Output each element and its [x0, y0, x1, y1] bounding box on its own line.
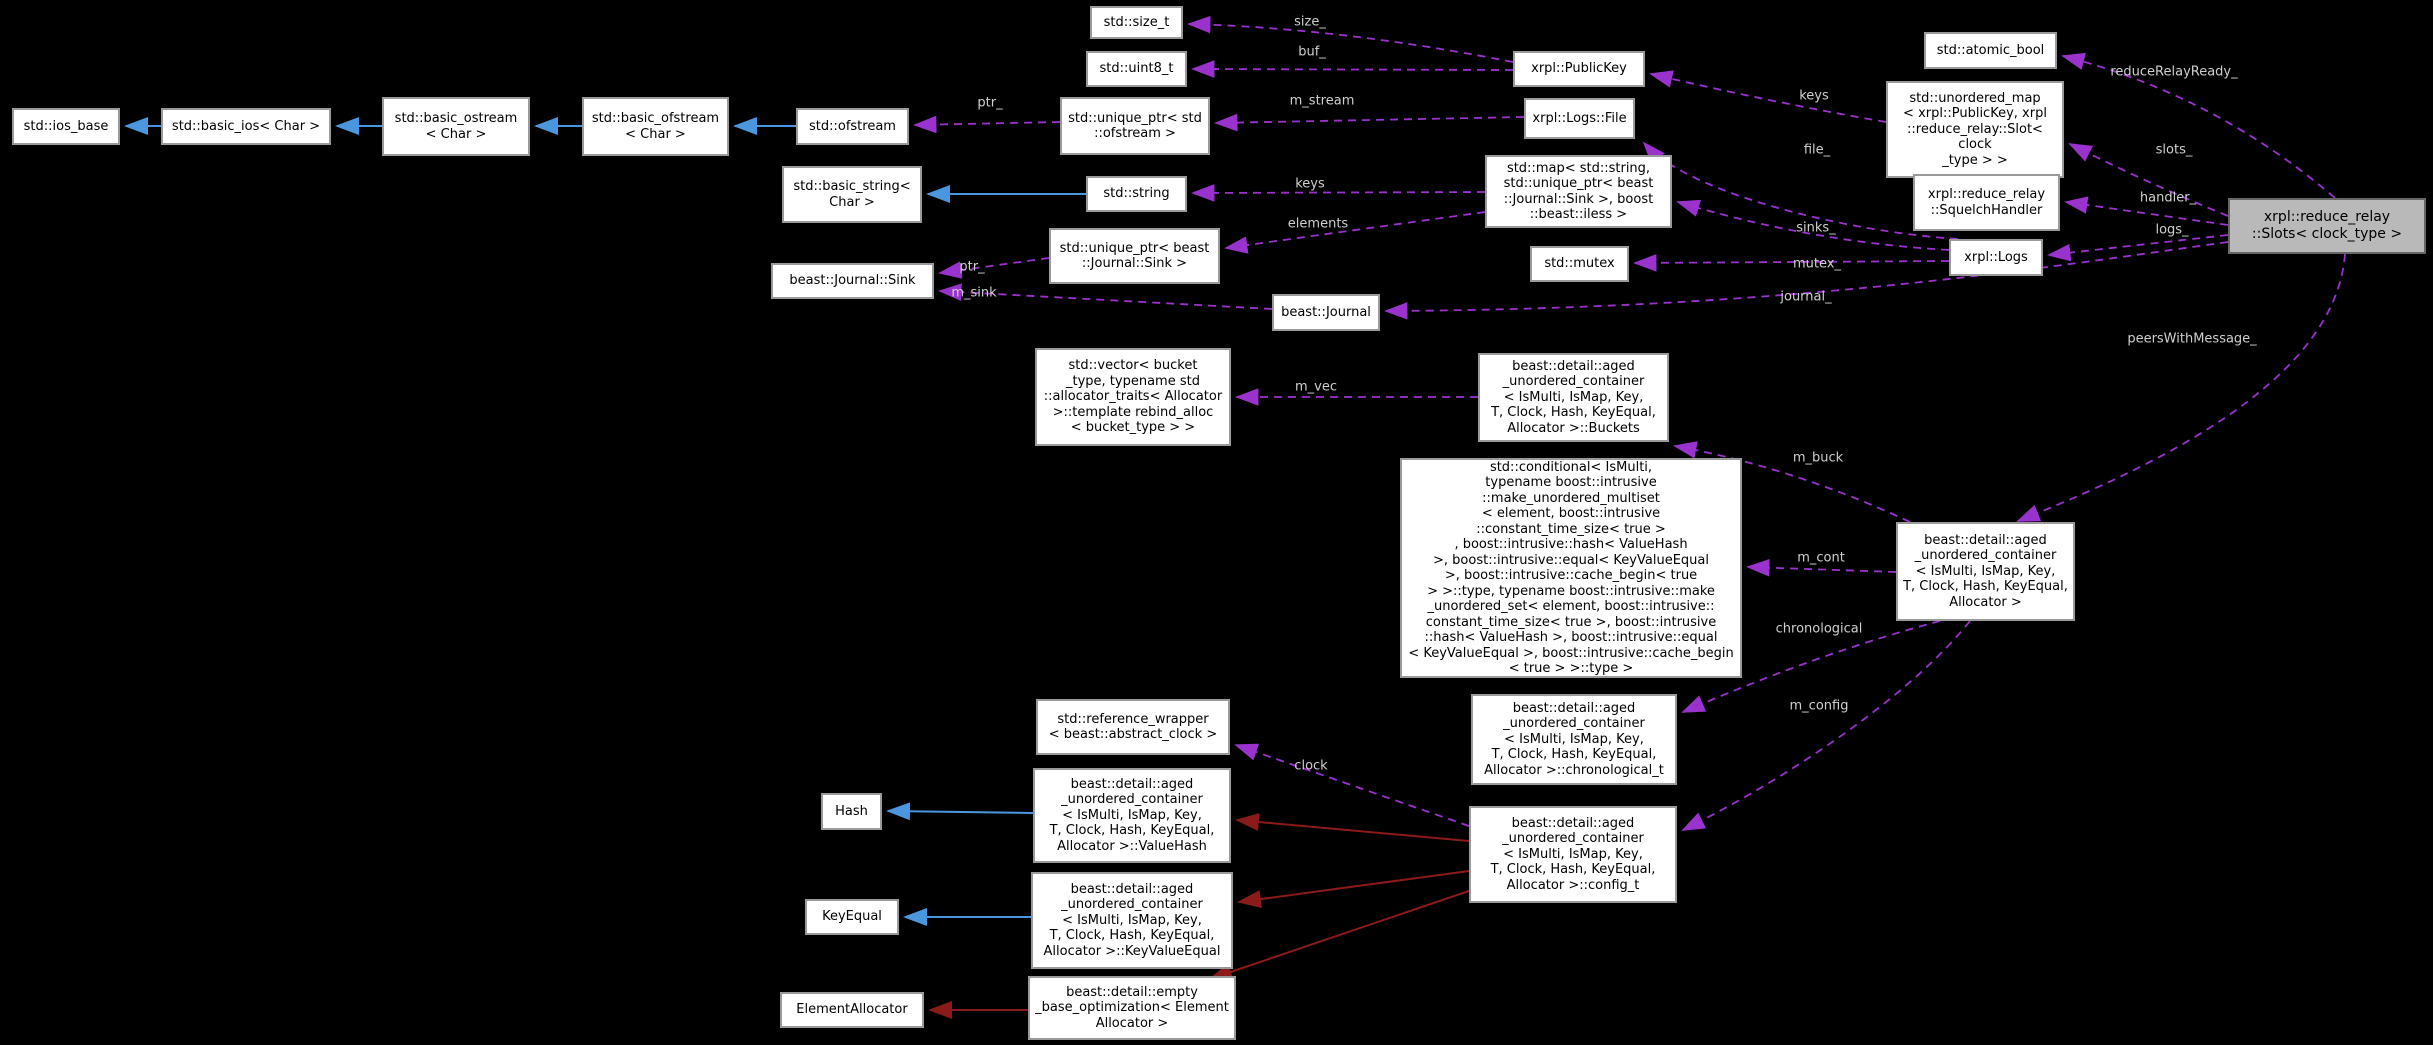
node-std-uint8-t[interactable]: std::uint8_t: [1086, 51, 1187, 87]
node-std-basic-ios[interactable]: std::basic_ios< Char >: [161, 108, 331, 145]
node-std-vector-bucket-type[interactable]: std::vector< bucket _type, typename std …: [1035, 348, 1231, 446]
edge-label-m-stream: m_stream: [1289, 93, 1355, 109]
edge-slots-agedcontainer: [2016, 253, 2346, 522]
edge-label-m-buck: m_buck: [1792, 450, 1844, 466]
node-beast-journal-sink[interactable]: beast::Journal::Sink: [771, 263, 934, 299]
edge-map-uptrsink: [1224, 211, 1486, 254]
edge-logs-mutex: [1633, 254, 1950, 272]
edge-publickey-sizet: [1187, 15, 1514, 63]
node-aged-container-key-value-equal[interactable]: beast::detail::aged _unordered_container…: [1031, 872, 1233, 969]
edge-label-size: size_: [1294, 14, 1326, 30]
node-aged-container-value-hash[interactable]: beast::detail::aged _unordered_container…: [1033, 768, 1231, 863]
node-std-map-sinks[interactable]: std::map< std::string, std::unique_ptr< …: [1485, 155, 1672, 228]
edge-logs-map: [1676, 199, 1950, 251]
edge-config-referencewrapper: [1234, 743, 1470, 827]
node-empty-base-optimization[interactable]: beast::detail::empty _base_optimization<…: [1028, 976, 1236, 1040]
edge-logsfile-uptrofstream: [1214, 113, 1525, 132]
edge-slots-unorderedmap: [2068, 143, 2229, 217]
node-unique-ptr-ofstream[interactable]: std::unique_ptr< std ::ofstream >: [1060, 97, 1210, 155]
edge-label-journal: journal_: [1780, 289, 1832, 305]
edge-agedcontainer-buckets: [1673, 441, 1911, 523]
node-std-basic-string[interactable]: std::basic_string< Char >: [782, 166, 922, 223]
edge-label-buf: buf_: [1298, 44, 1326, 60]
edge-label-peers-with-message: peersWithMessage_: [2127, 331, 2257, 347]
edge-label-m-sink: m_sink: [951, 285, 997, 301]
edge-label-chronological: chronological: [1775, 621, 1863, 637]
edge-config-keyvalueequal: [1237, 870, 1470, 908]
node-xrpl-logs[interactable]: xrpl::Logs: [1949, 239, 2043, 276]
node-std-atomic-bool[interactable]: std::atomic_bool: [1924, 32, 2057, 69]
node-xrpl-reduce-relay-slots-main: xrpl::reduce_relay ::Slots< clock_type >: [2228, 198, 2426, 254]
private-inheritance-edges: [928, 813, 1470, 1019]
edge-publickey-uint8t: [1191, 60, 1514, 78]
edge-label-file: file_: [1803, 142, 1831, 158]
node-std-size-t[interactable]: std::size_t: [1090, 6, 1183, 39]
usage-edges: [913, 15, 2346, 831]
node-aged-container-config-t[interactable]: beast::detail::aged _unordered_container…: [1469, 806, 1677, 903]
node-std-basic-ofstream[interactable]: std::basic_ofstream < Char >: [582, 97, 729, 156]
edge-slots-atomicbool: [2061, 52, 2336, 199]
node-std-string[interactable]: std::string: [1086, 176, 1187, 212]
edge-label-logs: logs_: [2155, 222, 2189, 238]
edge-label-m-config: m_config: [1789, 698, 1849, 714]
edge-agedcontainer-conditional: [1746, 558, 1897, 577]
edge-label-m-vec: m_vec: [1294, 379, 1338, 395]
edge-uptrsink-journalsink: [938, 257, 1050, 279]
edge-config-ebo: [1208, 890, 1470, 981]
edge-valuehash-hash: [886, 802, 1034, 821]
node-std-ofstream[interactable]: std::ofstream: [796, 108, 909, 145]
edge-label-clock: clock: [1294, 758, 1328, 774]
node-xrpl-logs-file[interactable]: xrpl::Logs::File: [1524, 98, 1635, 139]
edge-slots-logs: [2047, 234, 2229, 262]
node-xrpl-publickey[interactable]: xrpl::PublicKey: [1513, 51, 1645, 87]
node-std-mutex[interactable]: std::mutex: [1530, 246, 1629, 282]
node-xrpl-squelch-handler[interactable]: xrpl::reduce_relay ::SquelchHandler: [1913, 174, 2060, 231]
node-aged-container-buckets[interactable]: beast::detail::aged _unordered_container…: [1478, 353, 1669, 442]
edge-label-mutex: mutex_: [1793, 256, 1841, 272]
edge-label-reduce-relay-ready: reduceRelayReady_: [2110, 64, 2238, 80]
node-beast-journal[interactable]: beast::Journal: [1272, 294, 1380, 331]
edge-logs-logsfile: [1642, 141, 1959, 240]
edge-label-handler: handler_: [2139, 190, 2197, 206]
edge-label-elements: elements: [1287, 216, 1349, 232]
node-std-unordered-map-slots[interactable]: std::unordered_map < xrpl::PublicKey, xr…: [1886, 81, 2064, 178]
node-hash[interactable]: Hash: [821, 793, 882, 830]
edge-agedcontainer-chronological: [1681, 620, 1941, 713]
node-std-ios-base[interactable]: std::ios_base: [12, 108, 120, 145]
node-std-reference-wrapper-clock[interactable]: std::reference_wrapper < beast::abstract…: [1036, 699, 1230, 755]
edge-map-string: [1191, 184, 1486, 202]
edge-slots-journal: [1384, 241, 2229, 320]
edge-label-slots: slots_: [2155, 142, 2193, 158]
edge-config-valuehash: [1235, 813, 1470, 842]
edge-uptrofstream-ofstream: [913, 115, 1061, 134]
node-key-equal[interactable]: KeyEqual: [805, 899, 899, 935]
edge-label-keys-publickey: keys: [1799, 88, 1829, 104]
edge-label-m-cont: m_cont: [1797, 550, 1845, 566]
node-std-basic-ostream[interactable]: std::basic_ostream < Char >: [382, 97, 530, 156]
node-aged-container-chronological-t[interactable]: beast::detail::aged _unordered_container…: [1471, 694, 1677, 785]
edge-unorderedmap-publickey: [1649, 70, 1887, 123]
node-unique-ptr-journal-sink[interactable]: std::unique_ptr< beast ::Journal::Sink >: [1049, 228, 1220, 284]
node-std-conditional-intrusive[interactable]: std::conditional< IsMulti, typename boos…: [1400, 458, 1742, 678]
public-inheritance-edges: [124, 117, 1086, 926]
edge-label-ptr-ofstream: ptr_: [977, 95, 1003, 111]
node-aged-unordered-container[interactable]: beast::detail::aged _unordered_container…: [1896, 522, 2075, 621]
node-element-allocator[interactable]: ElementAllocator: [780, 992, 924, 1028]
edge-label-keys-string: keys: [1295, 176, 1325, 192]
edge-label-ptr-sink: ptr_: [959, 259, 985, 275]
edge-label-sinks: sinks_: [1796, 220, 1836, 236]
